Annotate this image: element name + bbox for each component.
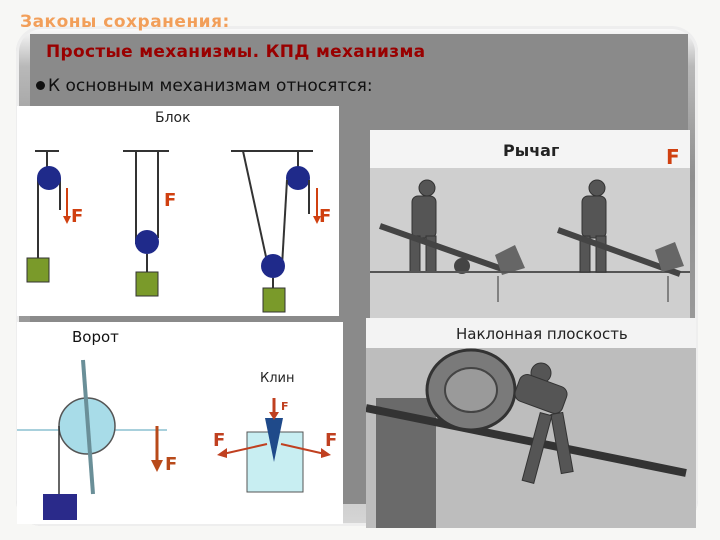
block-title: Блок — [155, 110, 191, 126]
winch-wedge-panel: Ворот F Клин F F F — [17, 322, 343, 524]
bullet-dot — [36, 81, 45, 90]
wedge-force-label-left: F — [213, 430, 225, 451]
pulley-1 — [37, 166, 61, 190]
incline-panel: Наклонная плоскость — [366, 318, 696, 528]
wedge-force-label-right: F — [325, 430, 337, 451]
wedge-title: Клин — [260, 371, 295, 386]
wedge-force-label-top: F — [281, 400, 289, 413]
weight-2 — [136, 272, 158, 296]
lever-title: Рычаг — [503, 141, 559, 160]
weight-3 — [263, 288, 285, 312]
bullet-text: К основным механизмам относятся: — [48, 76, 373, 96]
winch-force-label: F — [165, 454, 177, 475]
force-label-3: F — [319, 206, 331, 227]
weight-1 — [27, 258, 49, 282]
incline-title: Наклонная плоскость — [456, 325, 628, 343]
lever-panel: Рычаг F — [370, 130, 690, 320]
slide-title: Простые механизмы. КПД механизма — [46, 42, 425, 62]
block-panel: Блок F F F — [17, 106, 339, 316]
pulley-3a — [286, 166, 310, 190]
lever-force-label: F — [666, 145, 680, 169]
force-label-2: F — [164, 190, 176, 211]
winch-title: Ворот — [72, 328, 119, 346]
pulley-3b — [261, 254, 285, 278]
force-label-1: F — [71, 206, 83, 227]
pulley-2 — [135, 230, 159, 254]
section-title: Законы сохранения: — [20, 12, 230, 32]
winch-weight — [43, 494, 77, 520]
